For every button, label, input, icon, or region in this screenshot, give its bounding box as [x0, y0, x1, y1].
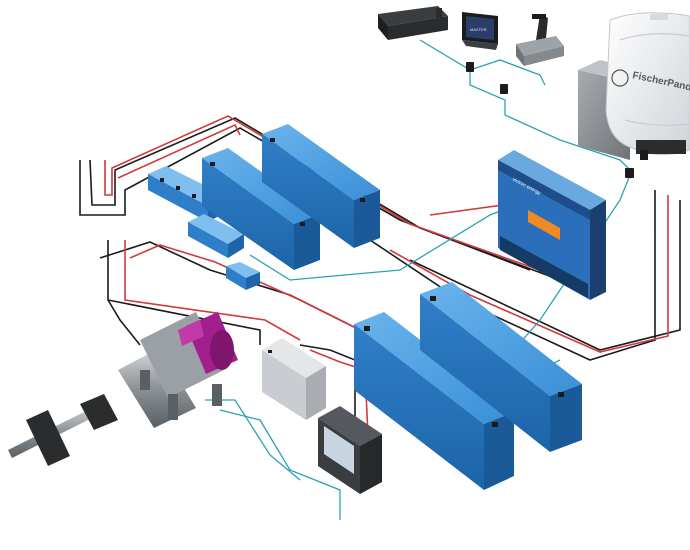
battery-icon: [430, 296, 436, 301]
generator: FischerPanda: [578, 12, 690, 160]
display-icon: [324, 426, 354, 474]
inverter-charger: victron energy: [498, 150, 606, 300]
inverter-icon: [528, 210, 560, 240]
touch-display: MASTER: [462, 12, 498, 50]
throttle-lever: [516, 14, 564, 66]
shore-display: [318, 406, 382, 494]
battery-icon: [268, 350, 272, 353]
battery-protect: [226, 262, 260, 290]
busbar-distributor-2: [188, 214, 244, 258]
electric-motor: [8, 312, 238, 466]
throttle-icon: [536, 14, 548, 40]
lithium-battery: [262, 124, 380, 248]
lithium-battery: [202, 148, 320, 270]
battery-icon: [270, 138, 275, 142]
display-brand-text: MASTER: [470, 27, 487, 32]
control-unit: [378, 6, 448, 40]
display-icon: [466, 16, 494, 40]
lithium-battery: [354, 312, 514, 490]
battery-icon: [210, 162, 215, 166]
battery-icon: [364, 326, 370, 331]
lithium-battery: [420, 282, 582, 452]
wire-red: [104, 115, 669, 481]
agm-battery: [262, 338, 326, 420]
generator-icon: [611, 69, 629, 87]
